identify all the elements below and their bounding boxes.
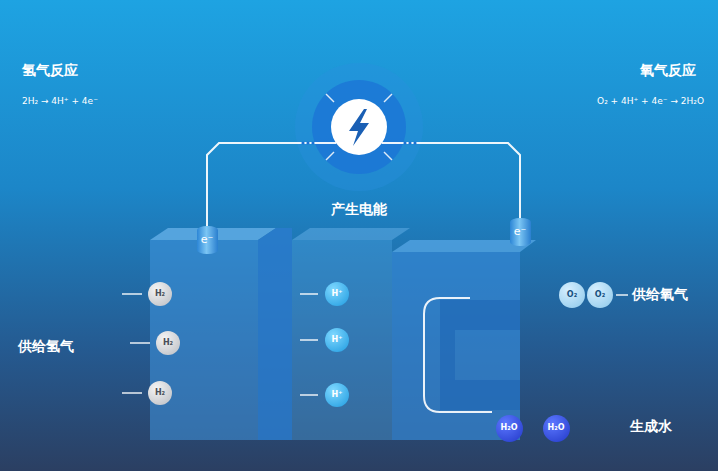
section-title: 氢气反应 (22, 62, 78, 80)
electrode-terminal: e⁻ (510, 218, 531, 246)
membrane (258, 228, 292, 440)
icon-rays (326, 94, 392, 160)
particle-ball: O₂ (587, 282, 613, 308)
wire-connector (382, 143, 520, 218)
electrolyte-top (292, 228, 410, 240)
power-icon: 产生电能 (331, 99, 387, 155)
electrode-terminal: e⁻ (197, 226, 218, 254)
equation: 2H₂ → 4H⁺ + 4e⁻ (22, 96, 98, 106)
icon-glow (295, 63, 423, 191)
particle-label: O₂ (595, 290, 605, 300)
particle-ball: H⁺ (325, 282, 349, 306)
particle-ball: H₂ (156, 331, 180, 355)
particle-ball: H⁺ (325, 383, 349, 407)
particle-ball: H⁺ (325, 328, 349, 352)
icon-ring (312, 80, 406, 174)
particle-label: H₂ (163, 338, 173, 348)
side-label: 供给氢气 (18, 338, 74, 356)
cathode-block (392, 252, 520, 440)
particle-label: H₂ (155, 388, 165, 398)
wire-dots (301, 141, 416, 144)
particle-label: e⁻ (201, 233, 214, 247)
particle-ball: O₂ (559, 282, 585, 308)
particle-ball: H₂O (496, 415, 523, 442)
flow-line (424, 298, 492, 412)
particle-ball: H₂ (148, 282, 172, 306)
particle-label: H₂ (155, 289, 165, 299)
feed-lines (122, 294, 628, 395)
icon-disc (331, 99, 387, 155)
particle-label: H⁺ (332, 390, 343, 400)
cathode-channel (440, 300, 520, 410)
side-label: 生成水 (630, 418, 672, 436)
particle-label: e⁻ (514, 225, 527, 239)
side-label: 供给氧气 (632, 286, 688, 304)
wire-connector (207, 143, 336, 226)
caption-text: 产生电能 (331, 201, 387, 219)
equation: O₂ + 4H⁺ + 4e⁻ → 2H₂O (597, 96, 704, 106)
particle-ball: H₂O (543, 415, 570, 442)
particle-label: H₂O (501, 423, 518, 433)
particle-label: H⁺ (332, 289, 343, 299)
particle-label: H⁺ (332, 335, 343, 345)
electrolyte-region (292, 240, 392, 440)
anode-block (150, 240, 258, 440)
particle-ball: H₂ (148, 381, 172, 405)
particle-label: H₂O (548, 423, 565, 433)
lightning-symbol (349, 109, 369, 146)
section-title: 氧气反应 (640, 62, 696, 80)
particle-label: O₂ (567, 290, 577, 300)
